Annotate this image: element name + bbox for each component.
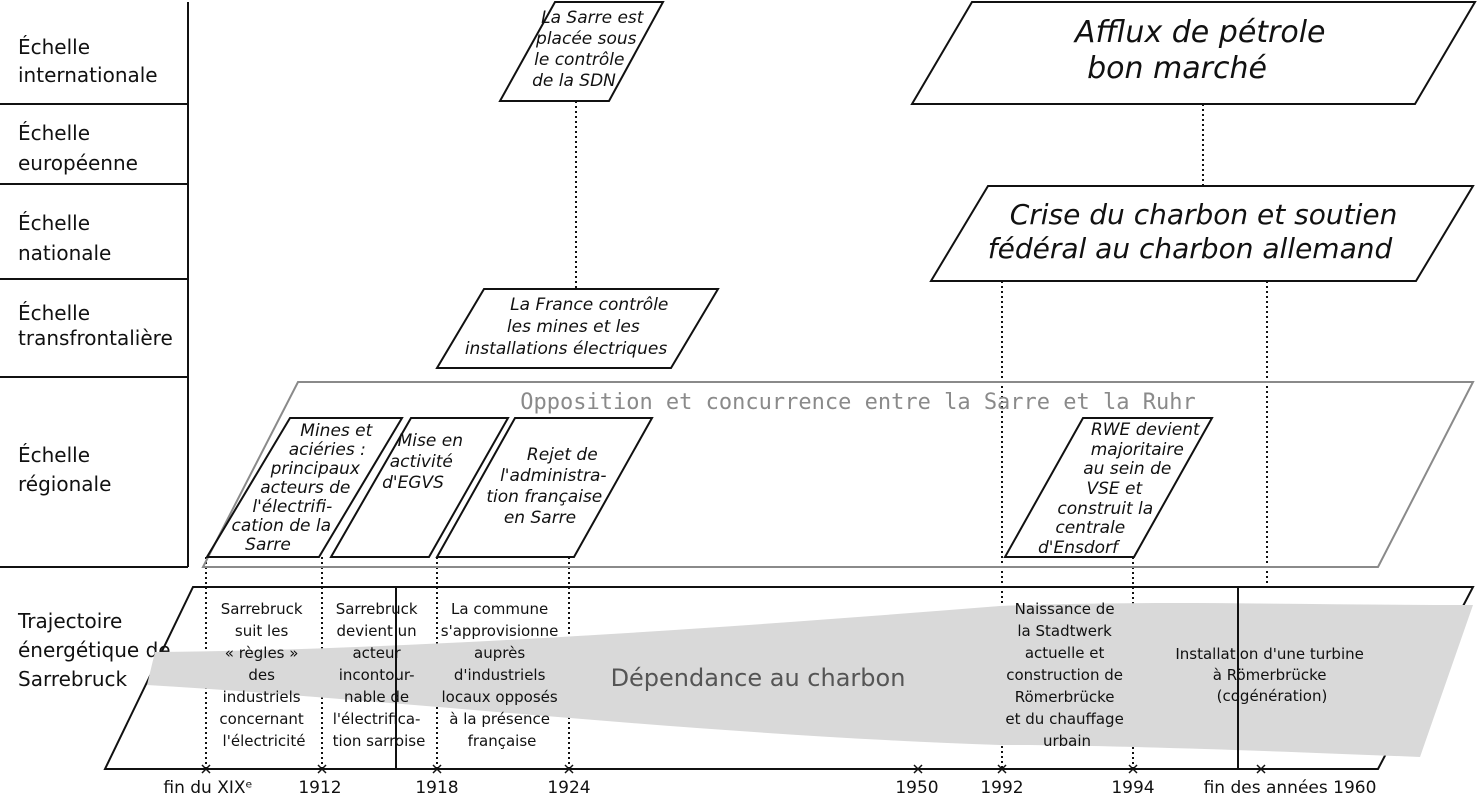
tick-mark	[201, 764, 211, 774]
event-box-mines	[205, 417, 404, 558]
event-text-france: La France contrôle les mines et les inst…	[465, 295, 674, 359]
timeline-tick-marks	[201, 764, 1266, 774]
trajectory-text-col4: Naissance de la Stadtwerk actuelle et co…	[1005, 600, 1128, 750]
event-box-france	[435, 288, 720, 369]
tick-label: 1912	[298, 778, 341, 796]
trajectory-text-col3: La commune s'approvisionne auprès d'indu…	[441, 600, 563, 750]
tick-label: 1950	[895, 778, 938, 796]
event-boxes	[205, 0, 1477, 558]
tick-mark	[564, 764, 574, 774]
event-text-egvs: Mise en activité d'EGVS	[382, 431, 468, 493]
event-text-rwe: RWE devient majoritaire au sein de VSE e…	[1038, 420, 1205, 558]
tick-mark	[997, 764, 1007, 774]
trajectory-text-col1: Sarrebruck suit les « règles » des indus…	[219, 600, 308, 750]
tick-mark	[1256, 764, 1266, 774]
event-box-rejet	[435, 417, 654, 558]
event-text-rejet: Rejet de l'administra- tion française en…	[486, 445, 612, 528]
tick-label: fin du XIXᵉ	[163, 778, 252, 796]
event-box-sdn	[498, 1, 665, 102]
tick-mark	[913, 764, 923, 774]
event-box-rwe	[1003, 417, 1214, 558]
timeline-axis: fin du XIXᵉ 1912 1918 1924 1950 1992 199…	[105, 764, 1378, 796]
event-box-petrole	[910, 0, 1477, 105]
coal-dependence-label: Dépendance au charbon	[611, 664, 906, 692]
event-box-egvs	[329, 417, 510, 558]
event-text-mines: Mines et aciéries : principaux acteurs d…	[232, 421, 378, 555]
event-box-crise	[929, 185, 1475, 282]
tick-label: 1924	[547, 778, 590, 796]
tick-label: 1994	[1111, 778, 1154, 796]
tick-mark	[317, 764, 327, 774]
tick-mark	[432, 764, 442, 774]
tick-mark	[1128, 764, 1138, 774]
event-text-crise: Crise du charbon et soutien fédéral au c…	[988, 198, 1407, 265]
tick-label: 1918	[415, 778, 458, 796]
regional-band-title: Opposition et concurrence entre la Sarre…	[520, 390, 1196, 415]
tick-label: fin des années 1960	[1204, 778, 1377, 796]
scale-grid	[0, 2, 189, 568]
event-text-sdn: La Sarre est placée sous le contrôle de …	[532, 8, 649, 91]
event-text-petrole: Afflux de pétrole bon marché	[1073, 15, 1335, 86]
trajectory-text-col5: Installation d'une turbine à Römerbrücke…	[1175, 645, 1368, 705]
regional-band	[201, 381, 1475, 568]
trajectory-text-col2: Sarrebruck devient un acteur incontour- …	[333, 600, 426, 750]
coal-dependence-flow	[147, 603, 1473, 757]
tick-label: 1992	[980, 778, 1023, 796]
